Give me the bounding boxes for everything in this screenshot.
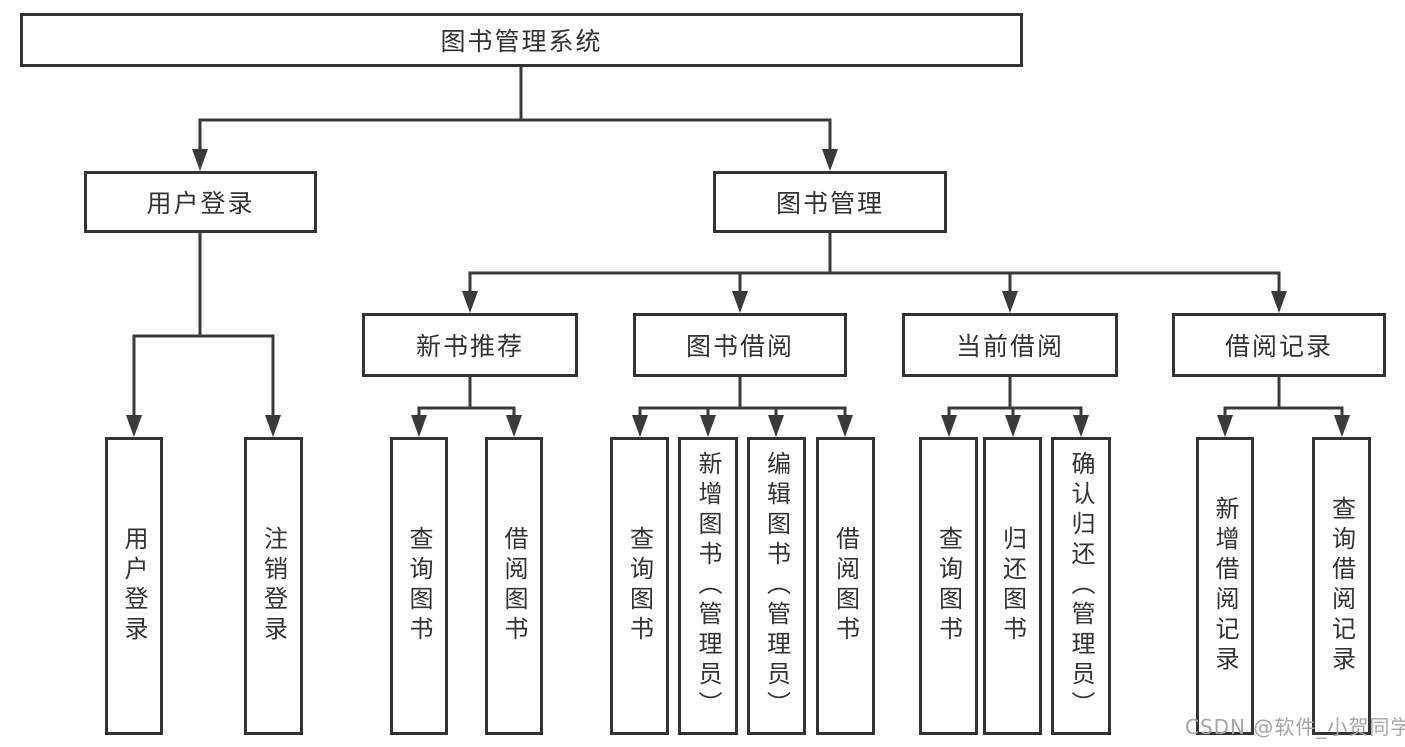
leaf-add-borrow-record: 新增借阅记录 bbox=[1196, 437, 1254, 735]
leaf-query-books-current: 查询图书 bbox=[919, 437, 978, 735]
watermark-text: CSDN @软件_小贺同学 bbox=[1185, 715, 1405, 739]
node-label: 用户登录 bbox=[120, 526, 148, 646]
node-label: 新增借阅记录 bbox=[1211, 496, 1239, 676]
node-book-borrow: 图书借阅 bbox=[633, 313, 847, 377]
leaf-edit-book-admin: 编辑图书（管理员） bbox=[747, 437, 806, 735]
node-current-borrow: 当前借阅 bbox=[902, 313, 1118, 377]
leaf-query-borrow-record: 查询借阅记录 bbox=[1312, 437, 1371, 735]
leaf-user-login: 用户登录 bbox=[105, 437, 163, 735]
leaf-return-books: 归还图书 bbox=[983, 437, 1042, 735]
node-library-system: 图书管理系统 bbox=[20, 13, 1023, 67]
node-label: 新增图书（管理员） bbox=[694, 451, 722, 721]
node-label: 图书管理系统 bbox=[440, 27, 603, 56]
connector-strokes bbox=[132, 66, 1344, 420]
node-label: 注销登录 bbox=[259, 526, 288, 646]
node-label: 查询图书 bbox=[934, 526, 963, 646]
node-label: 归还图书 bbox=[998, 526, 1027, 646]
node-label: 确认归还（管理员） bbox=[1067, 451, 1095, 721]
node-label: 借阅图书 bbox=[500, 526, 528, 646]
node-new-book-recommendation: 新书推荐 bbox=[362, 313, 578, 377]
node-label: 新书推荐 bbox=[415, 332, 524, 361]
node-user-login: 用户登录 bbox=[84, 171, 317, 233]
leaf-borrow-books-borrow: 借阅图书 bbox=[816, 437, 875, 735]
node-borrow-records: 借阅记录 bbox=[1172, 313, 1386, 377]
leaf-confirm-return-admin: 确认归还（管理员） bbox=[1051, 437, 1111, 735]
node-label: 查询图书 bbox=[625, 526, 654, 646]
leaf-query-books-recommend: 查询图书 bbox=[390, 437, 448, 735]
node-label: 用户登录 bbox=[146, 189, 255, 218]
node-label: 查询借阅记录 bbox=[1327, 496, 1356, 676]
node-label: 编辑图书（管理员） bbox=[762, 451, 791, 721]
node-book-management: 图书管理 bbox=[713, 171, 947, 233]
node-label: 查询图书 bbox=[405, 526, 433, 646]
arrowhead-icons bbox=[126, 149, 1350, 437]
leaf-add-book-admin: 新增图书（管理员） bbox=[678, 437, 738, 735]
node-label: 图书借阅 bbox=[685, 332, 794, 361]
node-label: 图书管理 bbox=[775, 189, 884, 218]
node-label: 当前借阅 bbox=[955, 332, 1064, 361]
leaf-logout: 注销登录 bbox=[244, 437, 303, 735]
node-label: 借阅记录 bbox=[1224, 332, 1333, 361]
leaf-borrow-books-recommend: 借阅图书 bbox=[485, 437, 543, 735]
leaf-query-books-borrow: 查询图书 bbox=[610, 437, 669, 735]
node-label: 借阅图书 bbox=[831, 526, 860, 646]
